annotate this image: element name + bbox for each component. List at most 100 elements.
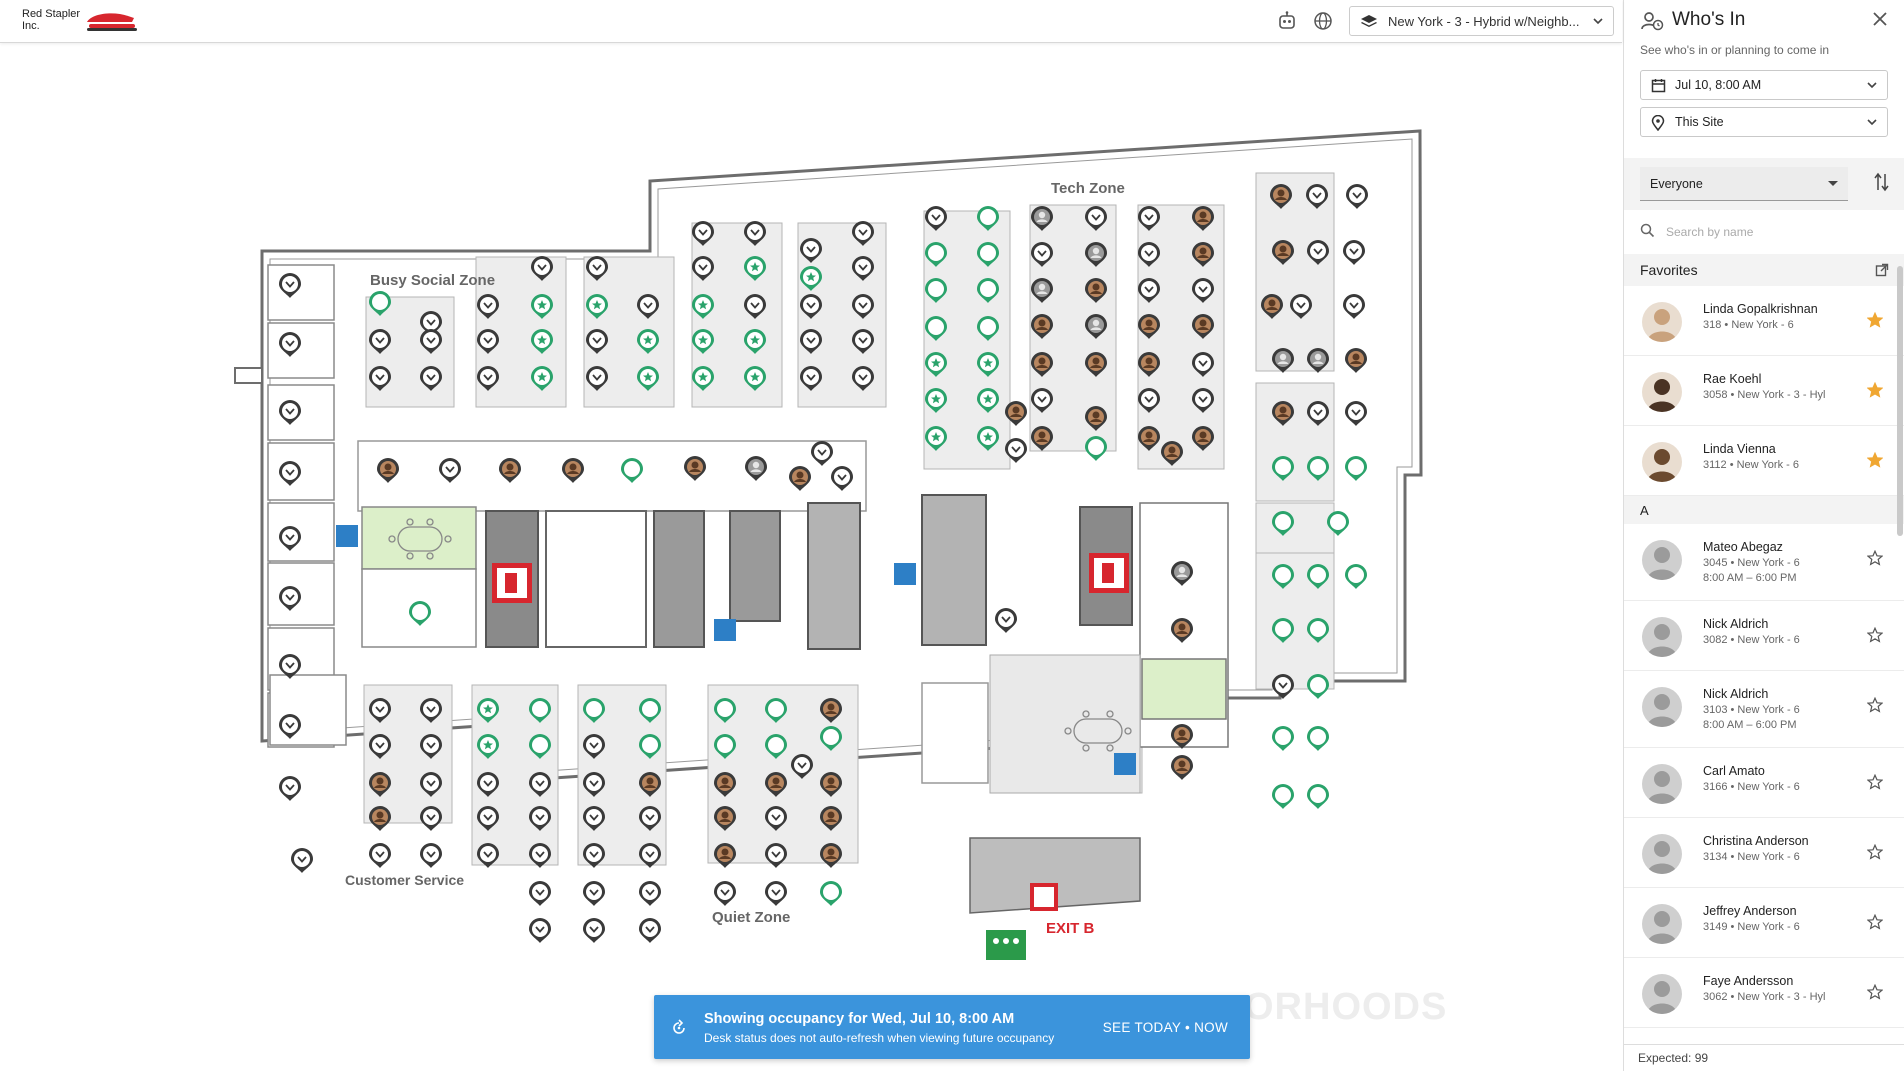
available-desk-pin-icon[interactable] [582,880,606,907]
available-desk-pin-icon[interactable] [419,805,443,832]
avatar [1642,540,1682,580]
site-floor-selector[interactable]: New York - 3 - Hybrid w/Neighb... [1349,6,1614,36]
person-name: Nick Aldrich [1703,617,1769,631]
available-desk-pin-icon[interactable] [713,880,737,907]
chevron-down-icon [1867,119,1877,126]
occupied-desk-pin-icon[interactable] [820,843,842,868]
free-desk-pin-icon[interactable] [1272,784,1294,809]
search-row [1624,210,1904,255]
map-watermark: ORHOODS [1244,986,1448,1028]
star-outline-icon[interactable] [1867,844,1883,860]
person-detail: 3103 • New York - 6 [1703,704,1800,716]
person-detail: 3045 • New York - 6 [1703,557,1800,569]
occupied-desk-pin-icon[interactable] [1171,755,1193,780]
available-desk-pin-icon[interactable] [278,775,302,802]
date-time-picker[interactable]: Jul 10, 8:00 AM [1640,70,1888,100]
robot-icon[interactable] [1276,10,1298,32]
caret-down-icon [1828,181,1838,186]
person-name: Faye Andersson [1703,974,1794,988]
person-detail: 3166 • New York - 6 [1703,781,1800,793]
person-name: Rae Koehl [1703,372,1762,386]
close-icon[interactable] [1871,10,1889,28]
section-letter-a: A [1624,496,1904,524]
occupied-desk-pin-icon[interactable] [714,843,736,868]
list-scrollbar[interactable] [1897,266,1903,536]
available-desk-pin-icon[interactable] [290,847,314,874]
person-detail: 3082 • New York - 6 [1703,634,1800,646]
search-input[interactable] [1664,220,1888,244]
sort-icon[interactable] [1873,171,1891,193]
location-picker[interactable]: This Site [1640,107,1888,137]
star-filled-icon[interactable] [1867,382,1883,398]
avatar [1642,302,1682,342]
star-filled-icon[interactable] [1867,312,1883,328]
star-outline-icon[interactable] [1867,984,1883,1000]
available-desk-pin-icon[interactable] [368,842,392,869]
star-outline-icon[interactable] [1867,774,1883,790]
expected-count: Expected: 99 [1638,1051,1709,1065]
panel-subtitle: See who's in or planning to come in [1640,43,1830,57]
free-desk-pin-icon[interactable] [1307,674,1329,699]
available-desk-pin-icon[interactable] [638,917,662,944]
available-desk-pin-icon[interactable] [638,880,662,907]
person-detail: 3149 • New York - 6 [1703,921,1800,933]
available-desk-pin-icon[interactable] [528,880,552,907]
site-selector-label: New York - 3 - Hybrid w/Neighb... [1388,13,1580,29]
free-desk-pin-icon[interactable] [820,881,842,906]
available-desk-pin-icon[interactable] [764,880,788,907]
star-outline-icon[interactable] [1867,627,1883,643]
stapler-logo-icon [87,13,137,31]
free-desk-pin-icon[interactable] [1307,726,1329,751]
core-rooms [357,440,1229,914]
available-desk-pin-icon[interactable] [528,917,552,944]
evacuation-icon [336,525,1136,775]
avatar [1642,904,1682,944]
floor-plan-map[interactable]: Busy Social Zone Tech Zone Customer Serv… [0,43,1622,1071]
favorites-label: Favorites [1640,262,1698,278]
occupied-desk-pin-icon[interactable] [369,806,391,831]
person-time: 8:00 AM – 6:00 PM [1703,572,1797,584]
person-detail: 3112 • New York - 6 [1703,459,1799,471]
avatar [1642,372,1682,412]
layers-icon [1361,15,1377,27]
brand-name-line2: Inc. [22,20,40,32]
person-row[interactable]: Nick Aldrich 3082 • New York - 6 [1624,601,1904,671]
star-outline-icon[interactable] [1867,697,1883,713]
person-row[interactable]: Mateo Abegaz 3045 • New York - 6 8:00 AM –… [1624,524,1904,601]
available-desk-pin-icon[interactable] [582,917,606,944]
free-desk-pin-icon[interactable] [1272,726,1294,751]
top-bar: Red Stapler Inc. New York - 3 - Hybrid w… [0,0,1622,43]
conference-table-icon [388,518,1132,752]
brand-name-line1: Red Stapler [22,8,81,20]
people-filter-select[interactable]: Everyone [1640,167,1848,201]
avatar [1642,764,1682,804]
zone-label-tech: Tech Zone [1051,180,1125,197]
star-filled-icon[interactable] [1867,452,1883,468]
free-desk-pin-icon[interactable] [1307,784,1329,809]
floor-plan-svg[interactable]: Busy Social Zone Tech Zone Customer Serv… [0,43,1622,1071]
zone-label-customer-service: Customer Service [345,872,464,888]
location-pin-icon [1651,115,1665,131]
star-outline-icon[interactable] [1867,914,1883,930]
people-filter-value: Everyone [1650,176,1703,191]
external-link-icon[interactable] [1875,263,1889,277]
search-icon [1640,223,1655,238]
globe-icon[interactable] [1312,10,1334,32]
zone-label-busy-social: Busy Social Zone [370,272,495,289]
available-desk-pin-icon[interactable] [419,842,443,869]
exit-label: EXIT B [1046,920,1095,937]
person-row[interactable]: Katarina Andrade [1624,1028,1904,1044]
star-outline-icon[interactable] [1867,550,1883,566]
person-name: Mateo Abegaz [1703,540,1783,554]
available-desk-pin-icon[interactable] [764,842,788,869]
see-today-button[interactable]: SEE TODAY • NOW [1102,1020,1228,1035]
date-time-value: Jul 10, 8:00 AM [1675,78,1762,92]
